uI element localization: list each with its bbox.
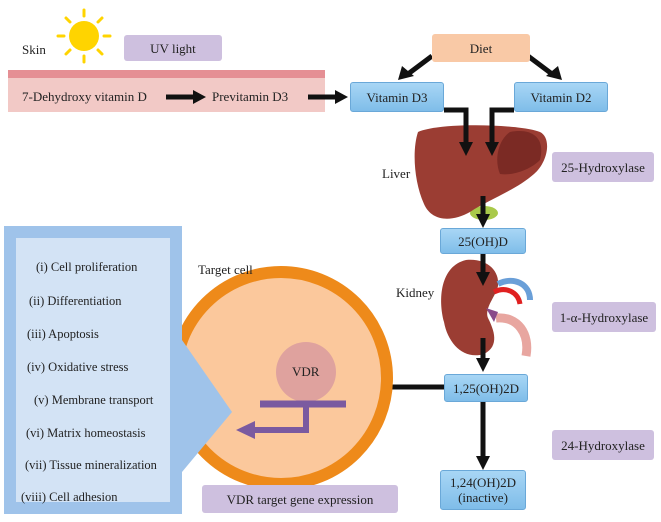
kidney-label: Kidney bbox=[396, 285, 435, 300]
effect-item: (vi) Matrix homeostasis bbox=[26, 426, 146, 440]
effect-item: (i) Cell proliferation bbox=[36, 260, 138, 274]
diet-arrows bbox=[398, 54, 562, 80]
diet-box: Diet bbox=[432, 34, 530, 62]
previtamin-label: Previtamin D3 bbox=[212, 89, 289, 104]
effect-item: (iv) Oxidative stress bbox=[27, 360, 129, 374]
effect-item: (v) Membrane transport bbox=[34, 393, 154, 407]
vdr-nucleus bbox=[276, 342, 336, 402]
125oh2d-box: 1,25(OH)2D bbox=[444, 374, 528, 402]
124oh2d-line2: (inactive) bbox=[458, 490, 508, 505]
vitamin-to-liver-arrows bbox=[444, 107, 514, 156]
uv-light-box: UV light bbox=[124, 35, 222, 61]
25-hydroxylase-box: 25-Hydroxylase bbox=[552, 152, 654, 182]
biological-effects-panel: (i) Cell proliferation (ii) Differentiat… bbox=[4, 226, 182, 514]
vitamin-d2-box: Vitamin D2 bbox=[514, 82, 608, 112]
catabolism-arrow bbox=[476, 402, 490, 470]
25ohd-box: 25(OH)D bbox=[440, 228, 526, 254]
124oh2d-line1: 1,24(OH)2D bbox=[449, 475, 517, 490]
effect-item: (viii) Cell adhesion bbox=[21, 490, 118, 504]
effects-list: (i) Cell proliferation (ii) Differentiat… bbox=[16, 238, 170, 504]
skin-label: Skin bbox=[22, 42, 46, 57]
liver-label: Liver bbox=[382, 166, 411, 181]
effect-item: (vii) Tissue mineralization bbox=[25, 458, 157, 472]
skin-arrows bbox=[166, 90, 348, 104]
vitamin-d3-box: Vitamin D3 bbox=[350, 82, 444, 112]
precursor-label: 7-Dehydroxy vitamin D bbox=[22, 89, 147, 104]
sun-icon bbox=[56, 8, 112, 64]
effect-item: (ii) Differentiation bbox=[29, 294, 122, 308]
124oh2d-box: 1,24(OH)2D (inactive) bbox=[440, 470, 526, 510]
vdr-label: VDR bbox=[292, 364, 320, 379]
kidney-pathway-arrows bbox=[476, 252, 490, 372]
1-alpha-hydroxylase-box: 1-α-Hydroxylase bbox=[552, 302, 656, 332]
liver-to-25ohd-arrow bbox=[476, 196, 490, 228]
expression-funnel bbox=[182, 340, 232, 472]
effect-item: (iii) Apoptosis bbox=[27, 327, 99, 341]
24-hydroxylase-box: 24-Hydroxylase bbox=[552, 430, 654, 460]
vdr-target-gene-expression-box: VDR target gene expression bbox=[202, 485, 398, 513]
target-cell-label: Target cell bbox=[198, 262, 253, 277]
vdr-receptor bbox=[236, 400, 346, 439]
